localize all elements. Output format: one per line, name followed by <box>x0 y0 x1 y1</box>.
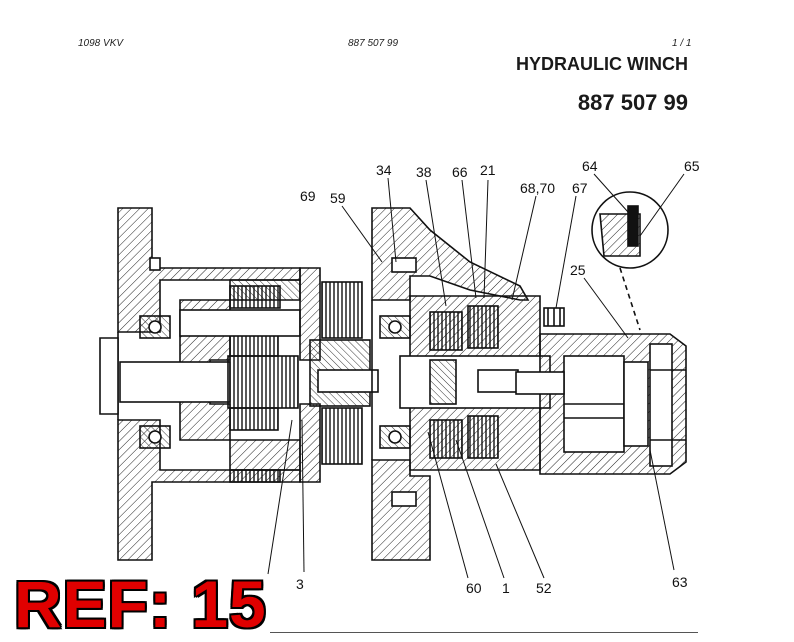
reference-stamp: REF: 15 <box>14 567 267 641</box>
callout-1: 1 <box>502 580 510 596</box>
callout-68-70: 68,70 <box>520 180 556 196</box>
callout-52: 52 <box>536 580 552 596</box>
document-number: 887 507 99 <box>348 38 399 49</box>
callout-21: 21 <box>480 162 496 178</box>
callout-3: 3 <box>296 576 304 592</box>
callout-34: 34 <box>376 162 392 178</box>
page-indicator: 1 / 1 <box>672 38 692 49</box>
callout-60: 60 <box>466 580 482 596</box>
document-code: 1098 VKV <box>78 38 124 49</box>
bottom-divider <box>270 632 698 633</box>
callout-59: 59 <box>330 190 346 206</box>
callout-64: 64 <box>582 158 598 174</box>
drawing-title: HYDRAULIC WINCH <box>516 54 688 74</box>
callout-38: 38 <box>416 164 432 180</box>
callout-66: 66 <box>452 164 468 180</box>
callout-63: 63 <box>672 574 688 590</box>
callout-65: 65 <box>684 158 700 174</box>
callout-67: 67 <box>572 180 588 196</box>
part-number: 887 507 99 <box>577 90 688 115</box>
callout-69: 69 <box>300 188 316 204</box>
callout-25: 25 <box>570 262 586 278</box>
